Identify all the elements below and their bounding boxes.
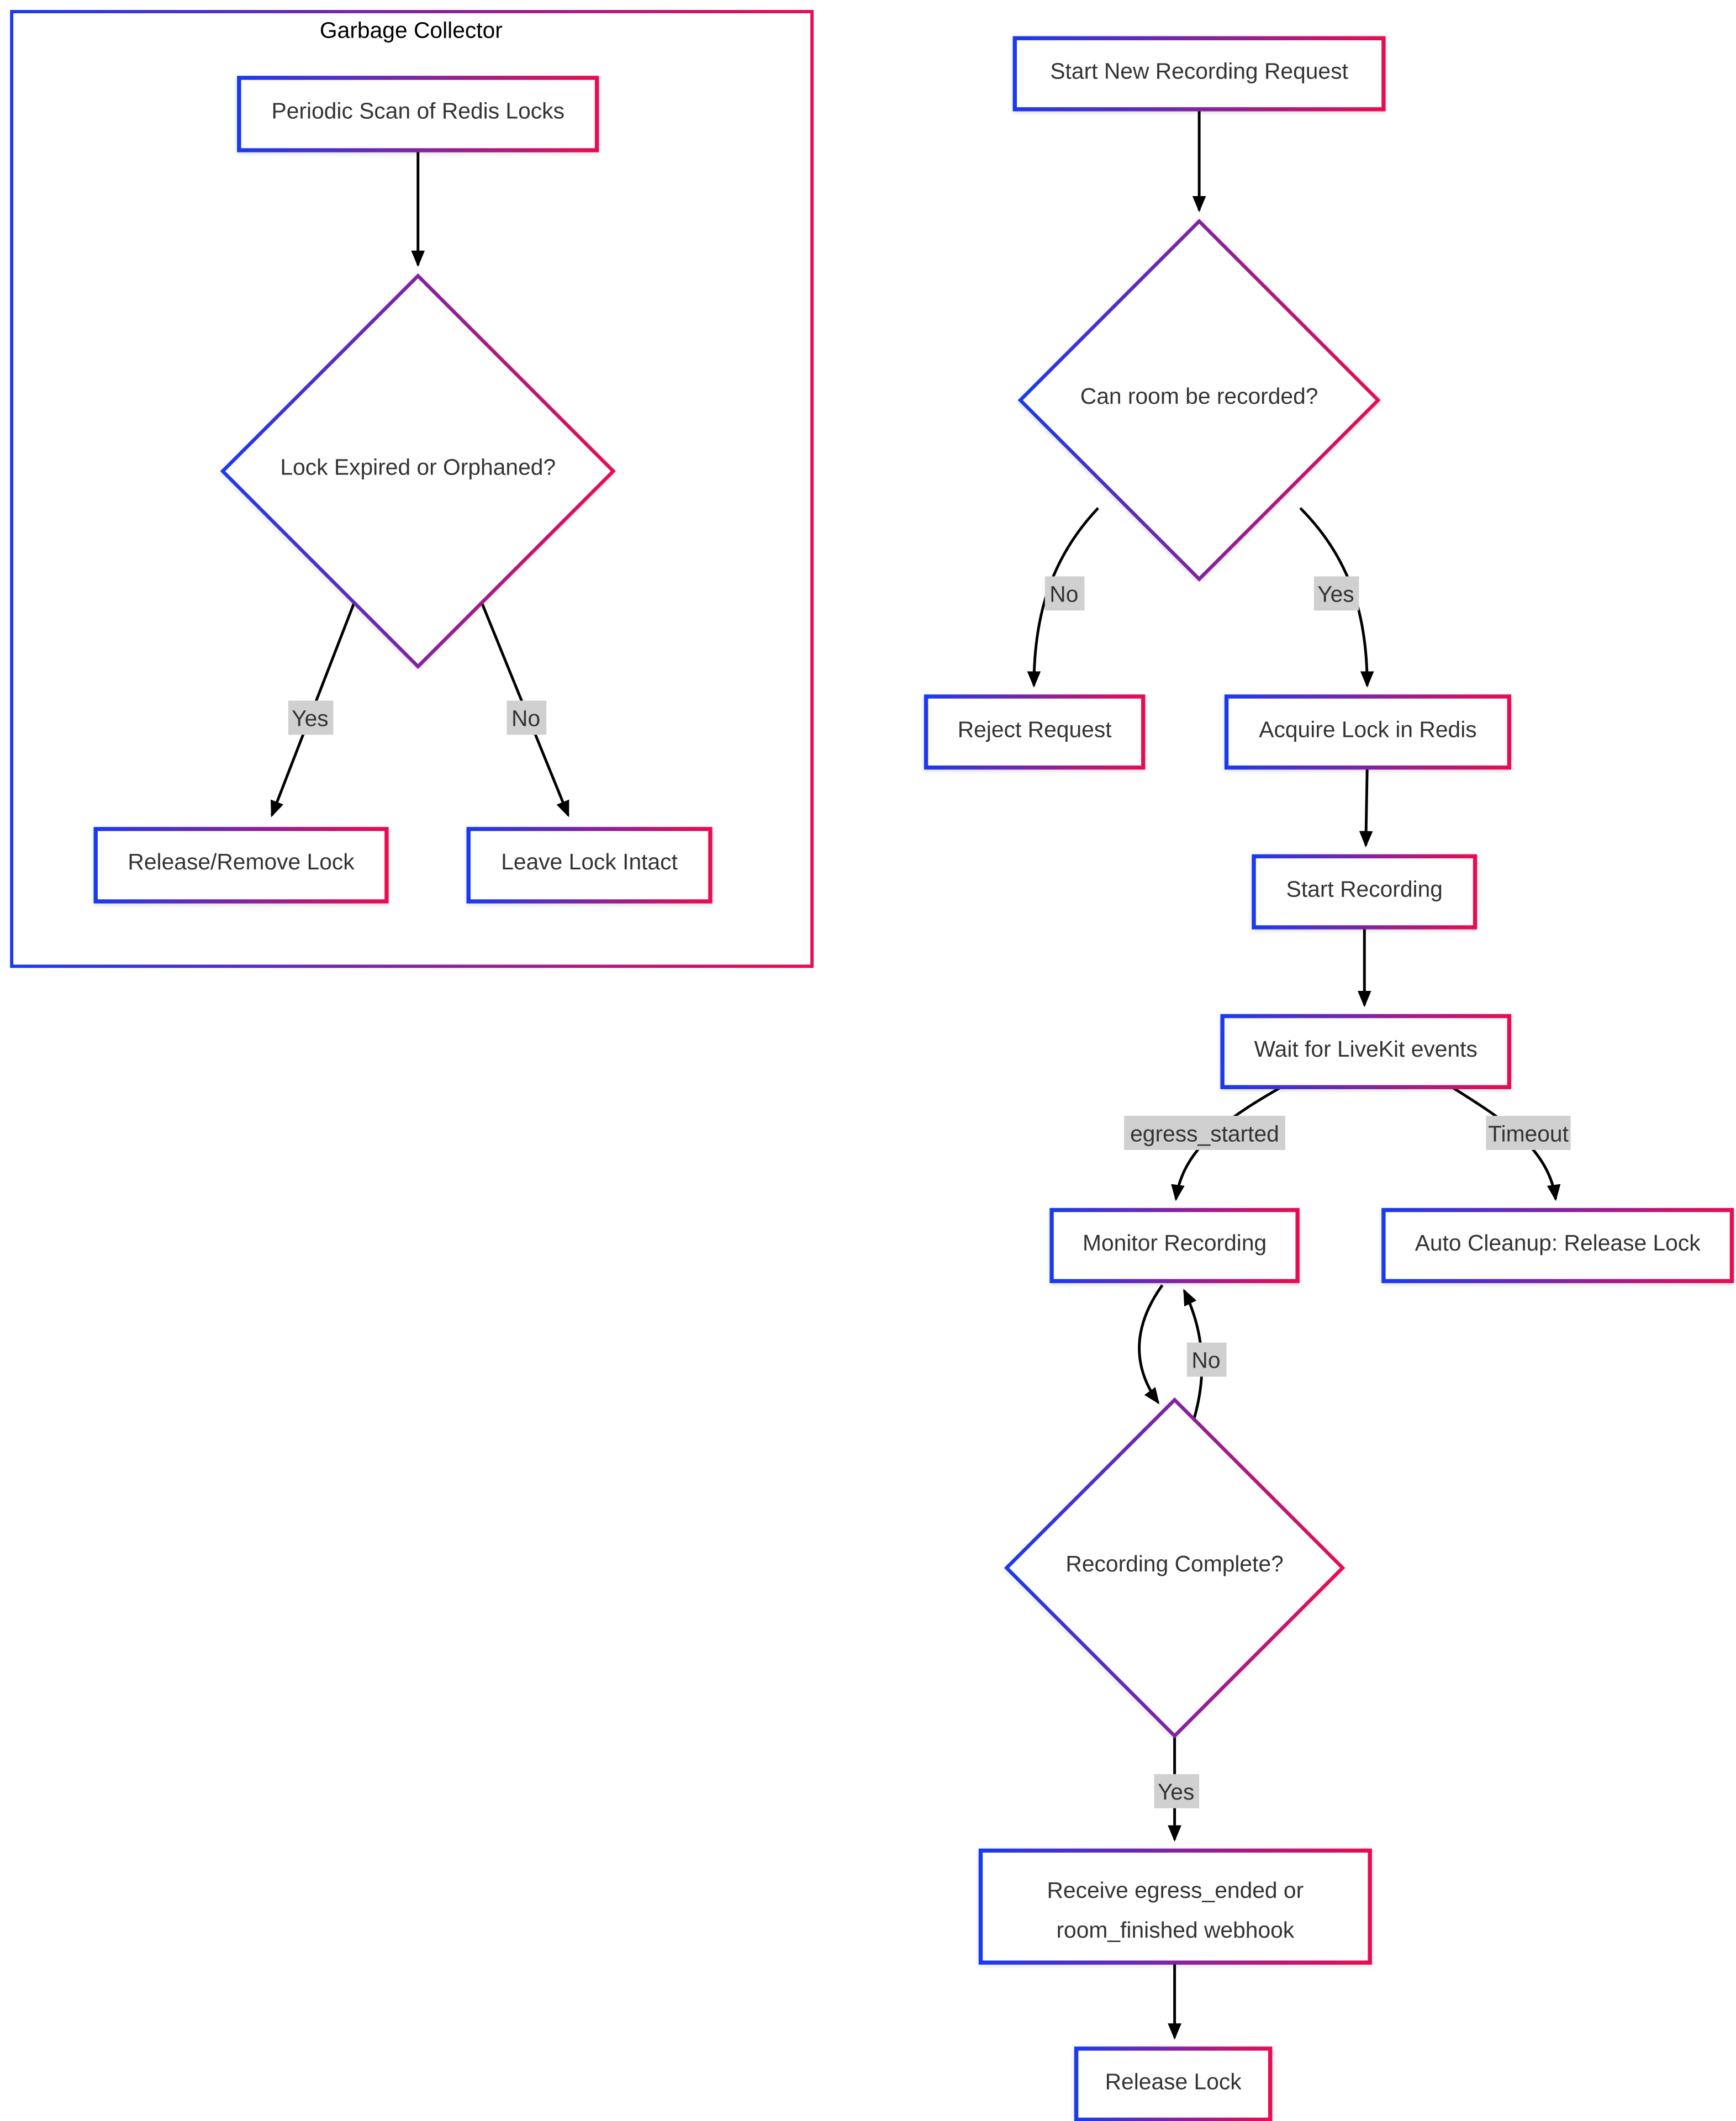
node-label: Release Lock: [1105, 2069, 1242, 2094]
edge-label-bg: [1186, 1342, 1227, 1377]
node-periodic-scan: Periodic Scan of Redis Locks: [237, 76, 599, 152]
node-release-lock: Release Lock: [1074, 2046, 1273, 2121]
decision-diamond: [220, 273, 616, 669]
edge-label-bg: [1486, 1116, 1571, 1150]
node-can-record-decision: Can room be recorded?: [1017, 219, 1381, 582]
node-box: [93, 827, 389, 904]
node-auto-cleanup: Auto Cleanup: Release Lock: [1381, 1208, 1734, 1284]
node-label: Recording Complete?: [1065, 1551, 1283, 1576]
node-box: [1220, 1014, 1512, 1089]
decision-diamond: [1017, 219, 1381, 582]
edge-acquire-to-startrec: [1359, 767, 1373, 848]
edge-monitor-to-complete: [1138, 1284, 1164, 1405]
edge-label-text: Yes: [1158, 1779, 1195, 1805]
node-box: [1074, 2046, 1273, 2121]
subgraph-garbage-collector: Garbage Collector: [10, 10, 814, 968]
node-box: [1224, 694, 1512, 770]
edge-label-text: Timeout: [1488, 1121, 1569, 1146]
edge-label-bg: [1044, 576, 1085, 611]
node-label-line2: room_finished webhook: [1056, 1917, 1294, 1943]
edge-label-text: No: [1191, 1348, 1220, 1373]
subgraph-title: Garbage Collector: [320, 17, 503, 43]
node-monitor-recording: Monitor Recording: [1049, 1208, 1300, 1284]
edge-label-text: Yes: [292, 706, 329, 731]
edge-label-gc-yes: Yes: [288, 700, 334, 735]
node-box: [1049, 1208, 1300, 1284]
node-wait-events: Wait for LiveKit events: [1220, 1014, 1512, 1089]
node-box: [1252, 854, 1478, 930]
node-box: [1012, 36, 1386, 112]
node-recording-complete-decision: Recording Complete?: [1004, 1397, 1345, 1739]
edge-label-text: Yes: [1317, 582, 1354, 607]
node-label: Leave Lock Intact: [501, 849, 678, 874]
node-label: Wait for LiveKit events: [1254, 1036, 1478, 1062]
node-label: Can room be recorded?: [1080, 383, 1318, 409]
edge-label-timeout: Timeout: [1486, 1116, 1571, 1150]
node-box: [237, 76, 599, 152]
node-lock-expired-decision: Lock Expired or Orphaned?: [220, 273, 616, 669]
edge-label-bg: [1124, 1116, 1285, 1150]
edge-label-bg: [1154, 1774, 1200, 1808]
node-box: [924, 694, 1146, 770]
node-leave-lock-intact: Leave Lock Intact: [466, 827, 713, 904]
edge-label-bg: [288, 700, 334, 735]
edge-label-complete-yes: Yes: [1154, 1774, 1200, 1808]
node-label: Lock Expired or Orphaned?: [280, 455, 556, 480]
node-label: Acquire Lock in Redis: [1259, 716, 1476, 742]
edge-label-no: No: [1044, 576, 1085, 611]
node-start-recording: Start Recording: [1252, 854, 1478, 930]
edge-label-egress-started: egress_started: [1124, 1116, 1285, 1150]
node-label: Monitor Recording: [1083, 1230, 1267, 1255]
node-label: Release/Remove Lock: [128, 849, 355, 874]
node-box: [1381, 1208, 1734, 1284]
subgraph-border: [10, 10, 814, 968]
edge-label-bg: [1313, 576, 1359, 611]
node-acquire-lock: Acquire Lock in Redis: [1224, 694, 1512, 770]
node-label: Auto Cleanup: Release Lock: [1415, 1230, 1701, 1255]
decision-diamond: [1004, 1397, 1345, 1739]
edge-label-text: No: [1049, 582, 1078, 607]
node-box: [978, 1848, 1372, 1965]
node-start-request: Start New Recording Request: [1012, 36, 1386, 112]
edge-label-bg: [506, 700, 547, 735]
edge-label-text: egress_started: [1130, 1121, 1279, 1146]
node-box: [466, 827, 713, 904]
node-receive-webhook: Receive egress_ended or room_finished we…: [978, 1848, 1372, 1965]
edge-label-yes: Yes: [1313, 576, 1359, 611]
node-reject-request: Reject Request: [924, 694, 1146, 770]
node-label-line1: Receive egress_ended or: [1047, 1877, 1304, 1903]
node-label: Start New Recording Request: [1050, 59, 1348, 84]
edge-label-gc-no: No: [506, 700, 547, 735]
node-label: Periodic Scan of Redis Locks: [272, 98, 564, 123]
node-label: Reject Request: [958, 716, 1112, 742]
edge-label-loop-no: No: [1186, 1342, 1227, 1377]
node-release-remove-lock: Release/Remove Lock: [93, 827, 389, 904]
edge-label-text: No: [511, 706, 540, 731]
node-label: Start Recording: [1286, 877, 1443, 902]
